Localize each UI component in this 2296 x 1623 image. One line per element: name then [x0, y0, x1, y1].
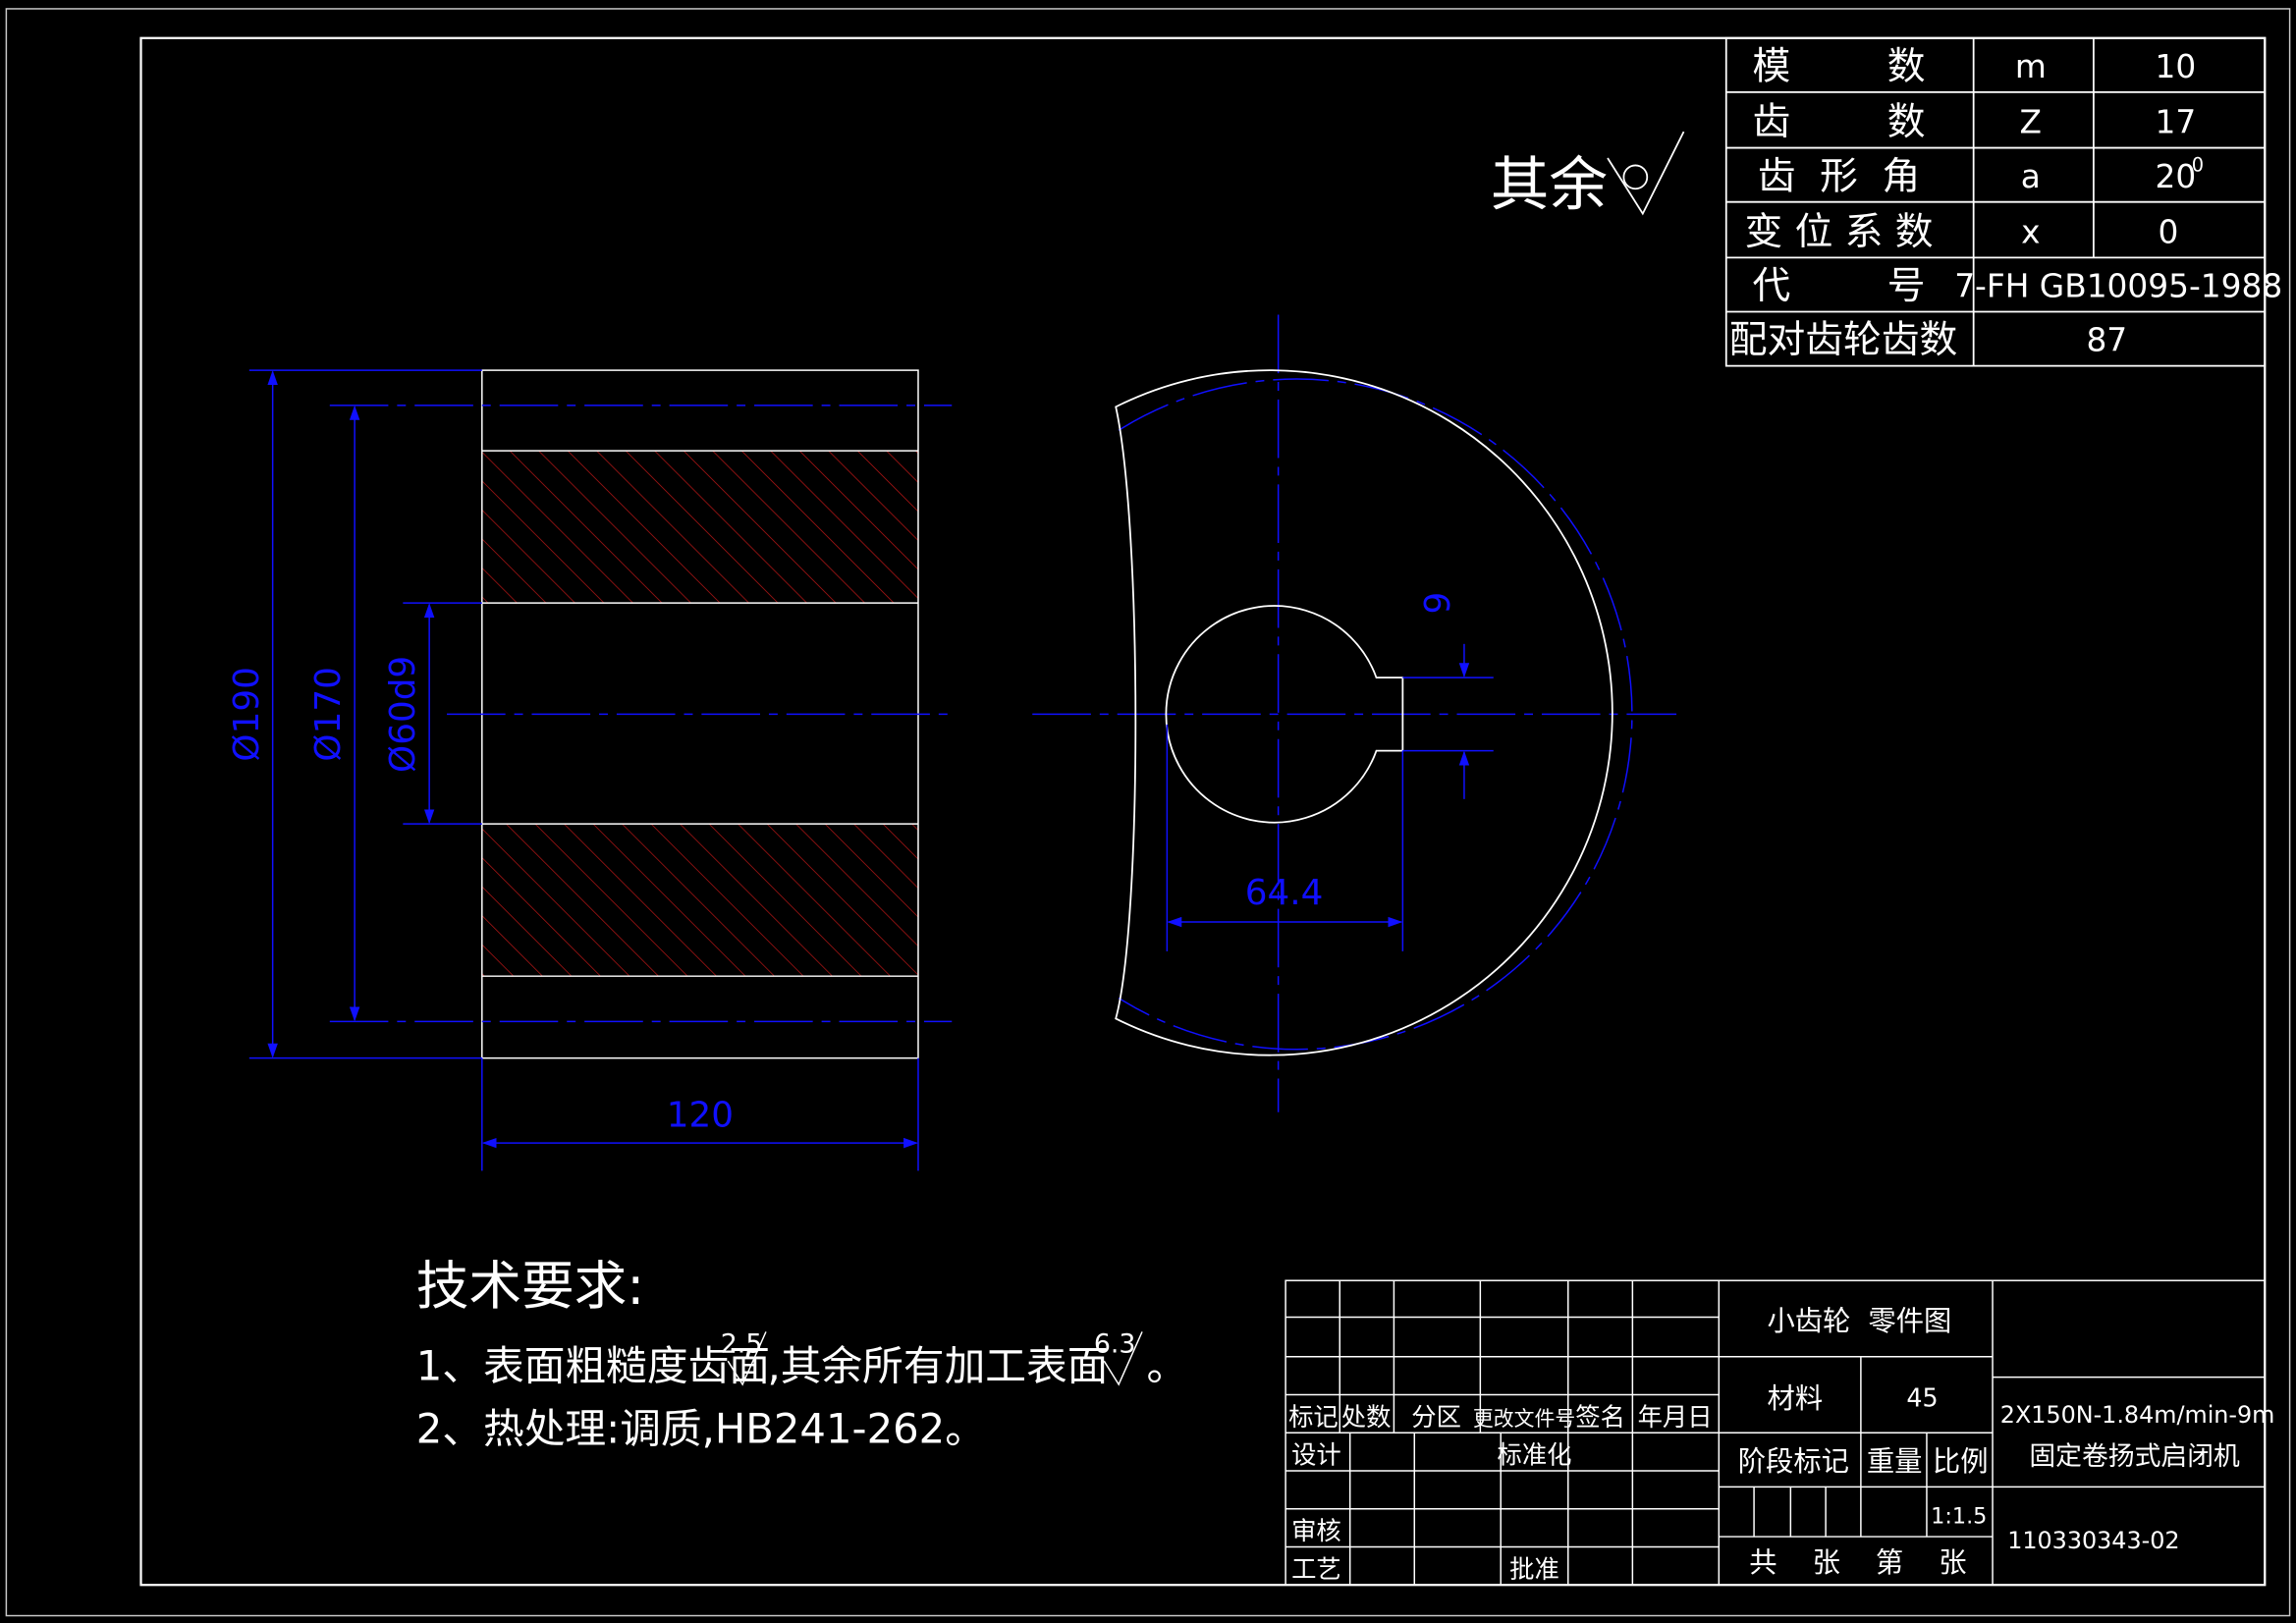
label-approve: 批准 — [1509, 1554, 1559, 1584]
param-symbol-angle: a — [2021, 158, 2041, 195]
dimension-lines — [267, 370, 918, 1149]
dim-60-text: Ø60d9 — [383, 656, 423, 773]
part-name: 小齿轮 零件图 — [1767, 1305, 1951, 1337]
label-design: 设计 — [1291, 1440, 1341, 1470]
end-dim-lines — [1166, 643, 1494, 951]
weight-label: 重量 — [1867, 1445, 1923, 1478]
param-value-shift: 0 — [2158, 213, 2178, 250]
param-name-teeth: 齿 数 — [1753, 100, 1926, 144]
tech-line1-a: 1、表面粗糙度齿面 — [416, 1342, 770, 1390]
hatch-top — [481, 451, 918, 604]
param-table: 模 数 齿 数 齿 形 角 变 位 系 数 代 号 配对齿轮齿数 m Z a x… — [1724, 36, 2282, 367]
tech-line1-r2: 6.3 — [1094, 1328, 1136, 1359]
label-process: 工艺 — [1291, 1554, 1341, 1584]
section-centerlines — [329, 405, 953, 1023]
scale-value: 1:1.5 — [1931, 1504, 1987, 1530]
tech-title: 技术要求: — [416, 1255, 645, 1317]
end-centerlines — [1032, 314, 1677, 1112]
dim-64-text: 64.4 — [1245, 873, 1324, 913]
dim-170-text: Ø170 — [308, 667, 349, 761]
roughness-note-label: 其余 — [1491, 152, 1608, 220]
project-line2: 固定卷扬式启闭机 — [2029, 1441, 2240, 1472]
param-name-angle: 齿 形 角 — [1758, 154, 1921, 198]
drawing-number: 110330343-02 — [2007, 1527, 2179, 1554]
param-value-angle: 20 — [2155, 158, 2196, 195]
extension-lines — [248, 369, 919, 1171]
outer-profile — [1115, 369, 1613, 1056]
param-name-module: 模 数 — [1753, 44, 1926, 88]
rev-header-sign: 签名 — [1575, 1402, 1625, 1432]
tech-line1-b: ,其余所有加工表面 — [767, 1342, 1108, 1390]
param-value-module: 10 — [2155, 48, 2196, 85]
dim-120-text: 120 — [667, 1096, 734, 1136]
param-symbol-teeth: Z — [2020, 104, 2042, 141]
stage-label: 阶段标记 — [1738, 1445, 1849, 1478]
sheet-count: 共 张 第 张 — [1749, 1546, 1966, 1579]
title-block: 标记 处数 分区 更改文件号 签名 年月日 设计 标准化 审核 工艺 批准 小齿… — [1285, 1279, 2275, 1586]
rev-header-mark: 标记 — [1288, 1402, 1339, 1432]
rev-header-zone: 分区 — [1411, 1402, 1461, 1432]
roughness-mark-icon-2 — [1103, 1331, 1143, 1386]
param-name-shift: 变 位 系 数 — [1745, 210, 1934, 254]
roughness-symbol-icon — [1607, 131, 1685, 216]
hatch-bottom — [481, 824, 918, 977]
bore-keyway — [1165, 605, 1404, 824]
rev-header-doc: 更改文件号 — [1473, 1407, 1575, 1431]
param-symbol-shift: x — [2021, 213, 2040, 250]
pitch-circle — [1118, 378, 1633, 1051]
tech-requirements: 技术要求: 1、表面粗糙度齿面 2.5 ,其余所有加工表面 6.3 。 2、热处… — [416, 1255, 1187, 1453]
end-view: 64.4 9 — [1032, 314, 1677, 1112]
label-standard: 标准化 — [1498, 1440, 1572, 1470]
param-value-mating: 87 — [2086, 322, 2127, 359]
param-value-teeth: 17 — [2155, 104, 2196, 141]
param-name-mating: 配对齿轮齿数 — [1729, 318, 1958, 362]
inner-frame — [139, 36, 2267, 1587]
scale-label: 比例 — [1933, 1445, 1989, 1478]
dim-190-text: Ø190 — [227, 667, 267, 761]
section-lines — [481, 450, 918, 977]
roughness-mark-icon — [727, 1331, 767, 1386]
param-name-code: 代 号 — [1753, 264, 1926, 308]
material-value: 45 — [1906, 1382, 1938, 1412]
tech-line1-c: 。 — [1147, 1342, 1188, 1390]
param-symbol-module: m — [2015, 48, 2047, 85]
rev-header-date: 年月日 — [1638, 1402, 1713, 1432]
rev-header-count: 处数 — [1341, 1402, 1392, 1432]
project-line1: 2X150N-1.84m/min-9m — [2000, 1401, 2275, 1429]
label-review: 审核 — [1291, 1516, 1341, 1545]
material-label: 材料 — [1768, 1382, 1824, 1415]
tech-line2: 2、热处理:调质,HB241-262。 — [416, 1405, 986, 1453]
dim-9-text: 9 — [1418, 592, 1458, 615]
section-view: Ø190 Ø170 Ø60d9 120 — [227, 369, 953, 1171]
param-value-code: 7-FH GB10095-1988 — [1954, 268, 2282, 305]
outer-border — [5, 8, 2291, 1617]
param-angle-sup: 0 — [2192, 153, 2204, 176]
